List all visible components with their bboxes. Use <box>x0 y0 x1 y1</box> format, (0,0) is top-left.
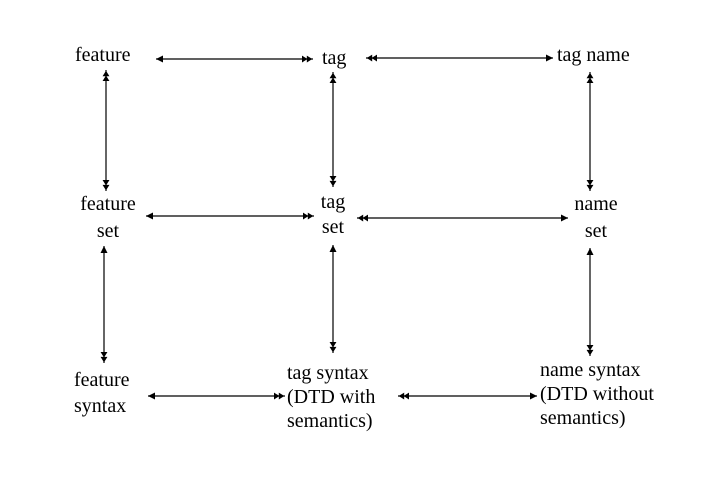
node-text: feature <box>74 369 130 391</box>
node-text: (DTD with <box>287 386 376 408</box>
node-text: feature <box>80 193 136 215</box>
node-feature: feature <box>75 44 131 66</box>
node-text: set <box>96 220 120 242</box>
node-text: set <box>321 216 345 238</box>
node-feature-syntax: feature syntax <box>74 368 130 418</box>
node-text: (DTD without <box>540 383 654 405</box>
node-text: tag syntax <box>287 362 369 384</box>
node-feature-set: feature set <box>70 192 146 243</box>
node-text: syntax <box>74 395 127 417</box>
node-text: name <box>574 193 618 215</box>
node-text: tag <box>320 191 346 213</box>
node-name-set: name set <box>566 192 626 243</box>
node-text: name syntax <box>540 359 641 381</box>
node-text: semantics) <box>540 407 626 429</box>
node-tag-set: tag set <box>311 190 355 239</box>
node-tag-name: tag name <box>557 44 630 66</box>
node-text: semantics) <box>287 410 373 432</box>
node-text: set <box>584 220 608 242</box>
node-tag: tag <box>322 47 347 69</box>
